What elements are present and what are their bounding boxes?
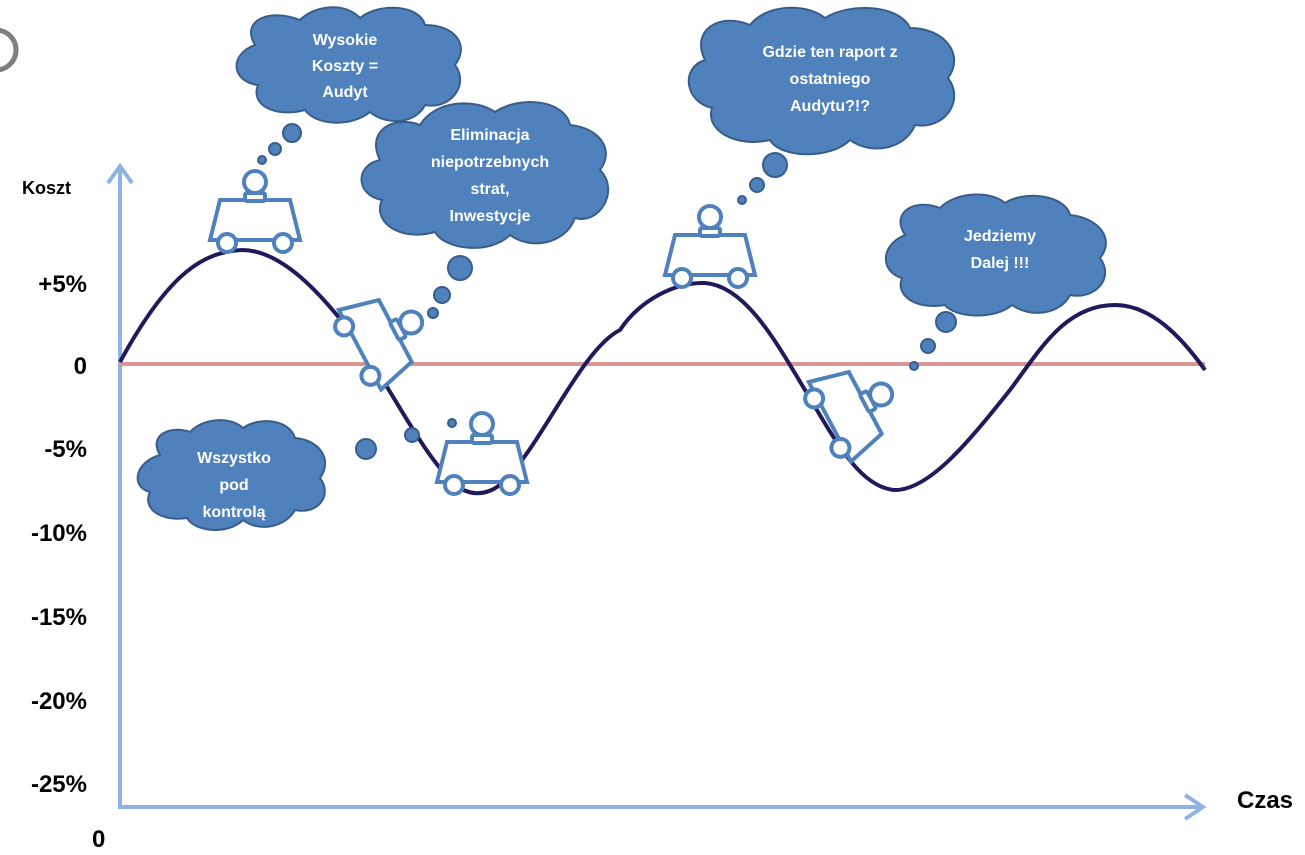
svg-text:Gdzie ten raport z: Gdzie ten raport z	[762, 44, 897, 61]
y-axis-arrowhead	[106, 162, 134, 185]
svg-text:Inwestycje: Inwestycje	[450, 208, 531, 225]
cloud-text-line: Wysokie	[313, 32, 378, 49]
cloud-text-line: Jedziemy	[964, 228, 1036, 245]
thought-dot	[404, 427, 420, 443]
thought-cloud: Jedziemy Dalej !!!	[884, 193, 1107, 317]
cloud-text-line: Eliminacja	[450, 127, 529, 144]
thought-dot	[447, 418, 457, 428]
svg-text:Audyt: Audyt	[322, 84, 368, 101]
svg-text:pod: pod	[219, 477, 248, 494]
thought-dot	[257, 155, 267, 165]
thought-dots	[257, 123, 957, 460]
cart-icon	[662, 204, 758, 289]
y-tick-label: -15%	[31, 604, 87, 631]
cloud-text-line: pod	[219, 477, 248, 494]
x-axis-title: Czas	[1237, 787, 1293, 814]
cloud-text-line: Koszty =	[312, 58, 378, 75]
axes	[106, 162, 1207, 821]
thought-dot	[920, 338, 936, 354]
svg-text:Wszystko: Wszystko	[197, 450, 271, 467]
carts	[207, 169, 895, 496]
svg-text:Dalej !!!: Dalej !!!	[971, 255, 1030, 272]
svg-text:Eliminacja: Eliminacja	[450, 127, 529, 144]
thought-dot	[433, 286, 451, 304]
thought-dot	[268, 142, 282, 156]
cart-icon	[207, 169, 303, 254]
y-tick-label: -10%	[31, 520, 87, 547]
thought-dot	[909, 361, 919, 371]
thought-dot	[427, 307, 439, 319]
cloud-text-line: kontrolą	[202, 504, 265, 521]
thought-cloud: Wszystko pod kontrolą	[136, 419, 326, 531]
cloud-text-line: Audyt	[322, 84, 368, 101]
cloud-text-line: Wszystko	[197, 450, 271, 467]
cloud-text-line: Dalej !!!	[971, 255, 1030, 272]
cloud-text-line: Audytu?!?	[790, 98, 870, 115]
svg-text:Koszty =: Koszty =	[312, 58, 378, 75]
svg-text:strat,: strat,	[470, 181, 509, 198]
origin-label: 0	[92, 826, 105, 853]
cloud-text-line: ostatniego	[790, 71, 871, 88]
y-tick-label: -25%	[31, 771, 87, 798]
cloud-text-line: niepotrzebnych	[431, 154, 549, 171]
thought-cloud: Gdzie ten raport z ostatniego Audytu?!?	[687, 6, 956, 156]
svg-text:Wysokie: Wysokie	[313, 32, 378, 49]
cloud-text-line: Gdzie ten raport z	[762, 44, 897, 61]
cart-icon	[434, 411, 530, 496]
y-axis-title: Koszt	[22, 178, 71, 198]
x-axis-arrowhead	[1183, 793, 1207, 821]
y-tick-labels: +5% 0 -5% -10% -15% -20% -25%	[31, 271, 87, 798]
svg-text:niepotrzebnych: niepotrzebnych	[431, 154, 549, 171]
thought-dot	[935, 311, 957, 333]
thought-dot	[447, 255, 473, 281]
y-tick-label: -5%	[44, 436, 87, 463]
thought-cloud: Wysokie Koszty = Audyt	[235, 6, 462, 124]
y-tick-label: 0	[74, 353, 87, 380]
svg-text:kontrolą: kontrolą	[202, 504, 265, 521]
thought-dot	[737, 195, 747, 205]
svg-text:ostatniego: ostatniego	[790, 71, 871, 88]
cost-curve	[118, 247, 1207, 496]
cart-icon	[333, 297, 425, 393]
thought-dot	[282, 123, 302, 143]
thought-dot	[355, 438, 377, 460]
clouds: Wysokie Koszty = Audyt Eliminacja niepot…	[136, 6, 1107, 531]
y-tick-label: -20%	[31, 688, 87, 715]
cloud-text-line: strat,	[470, 181, 509, 198]
cloud-text-line: Inwestycje	[450, 208, 531, 225]
thought-dot	[762, 152, 788, 178]
svg-text:Audytu?!?: Audytu?!?	[790, 98, 870, 115]
y-tick-label: +5%	[38, 271, 87, 298]
cart-icon	[803, 369, 895, 465]
thought-dot	[749, 177, 765, 193]
svg-text:Jedziemy: Jedziemy	[964, 228, 1036, 245]
edge-circle-decoration	[0, 27, 19, 73]
thought-cloud: Eliminacja niepotrzebnych strat, Inwesty…	[360, 101, 610, 249]
